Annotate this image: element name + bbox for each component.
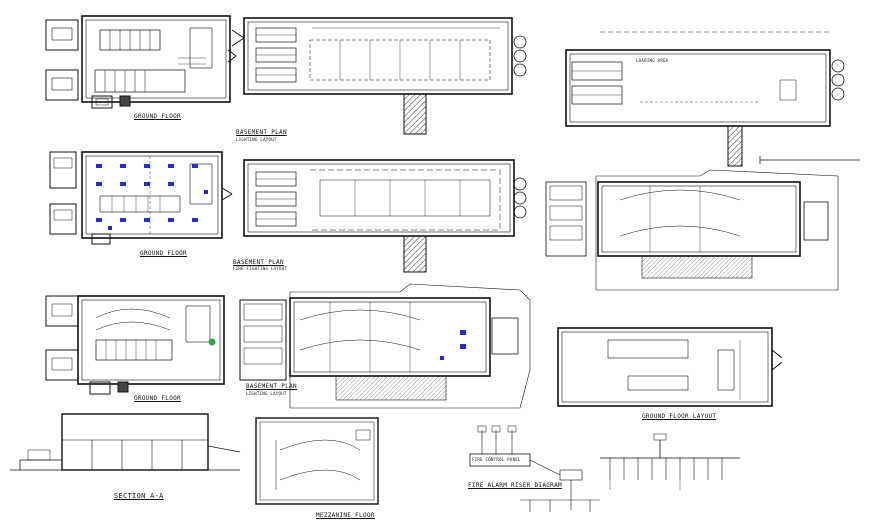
exit-marker (208, 338, 216, 346)
basement-plan-3 (239, 283, 531, 409)
loading-area-label: LOADING AREA (636, 58, 669, 63)
basement-plan-label-1: BASEMENT PLAN (236, 129, 287, 136)
basement-sub-label-3: LIGHTING LAYOUT (246, 391, 287, 396)
ground-floor-label-3: GROUND FLOOR (134, 395, 181, 402)
ground-floor-plan-2 (49, 151, 233, 245)
ground-floor-label-1: GROUND FLOOR (134, 113, 181, 120)
section-a-a (10, 413, 241, 471)
basement-devices (440, 330, 466, 360)
section-a-a-label: SECTION A-A (114, 492, 164, 500)
basement-sub-label-1: LIGHTING LAYOUT (236, 137, 277, 142)
mezzanine-floor-label: MEZZANINE FLOOR (316, 512, 375, 519)
basement-plan-1 (231, 17, 527, 135)
mezzanine-floor-plan (255, 417, 379, 505)
ground-floor-plan-3 (45, 295, 225, 395)
ground-floor-label-2: GROUND FLOOR (140, 250, 187, 257)
fire-alarm-riser-label: FIRE ALARM RISER DIAGRAM (468, 482, 562, 489)
right-plan-middle (545, 169, 839, 291)
basement-plan-label-3: BASEMENT PLAN (246, 383, 297, 390)
fire-alarm-riser-diagram (469, 425, 600, 512)
right-plan-top (565, 31, 860, 167)
basement-plan-label-2: BASEMENT PLAN (233, 259, 284, 266)
electrical-riser-diagram (600, 433, 740, 490)
ground-floor-layout-plan (557, 327, 783, 407)
ground-floor-plan-1 (45, 15, 237, 109)
ground-floor-layout-label: GROUND FLOOR LAYOUT (642, 413, 717, 420)
fire-control-panel-label: FIRE CONTROL PANEL (472, 457, 521, 462)
basement-sub-label-2: FIRE FIGHTING LAYOUT (233, 266, 288, 271)
light-fixtures (96, 164, 208, 230)
basement-plan-2 (243, 159, 527, 273)
